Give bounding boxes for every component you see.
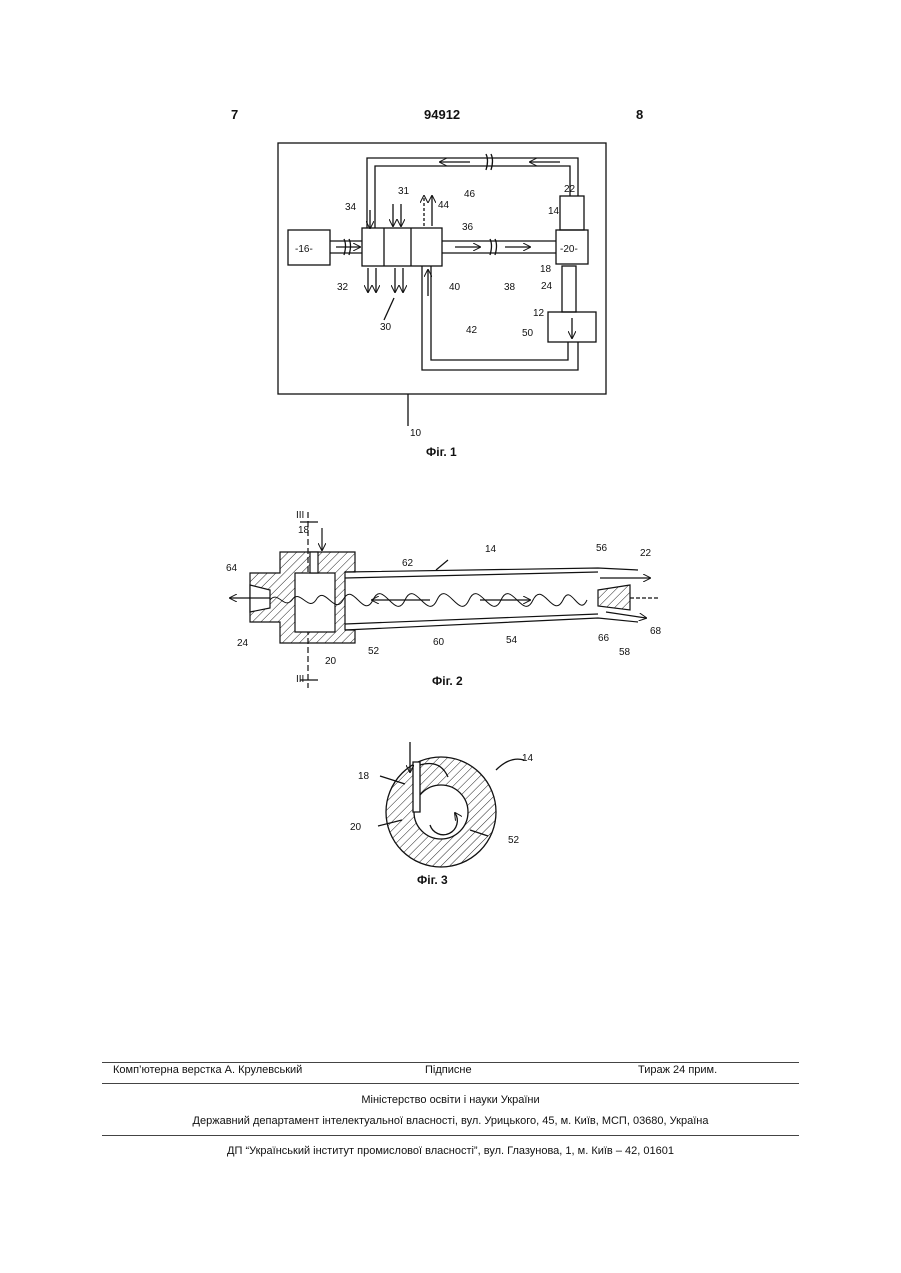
ministry-line: Міністерство освіти і науки України bbox=[102, 1094, 799, 1106]
label-52: 52 bbox=[368, 646, 380, 657]
label-40: 40 bbox=[449, 282, 461, 293]
label-24: 24 bbox=[541, 281, 553, 292]
label-III-top: III bbox=[296, 510, 304, 521]
label-34: 34 bbox=[345, 202, 357, 213]
label-14: 14 bbox=[522, 753, 534, 764]
label-16: -16- bbox=[295, 244, 313, 255]
label-31: 31 bbox=[398, 186, 410, 197]
label-18: 18 bbox=[540, 264, 552, 275]
signed-note: Підписне bbox=[425, 1064, 472, 1076]
institute-line: ДП “Український інститут промислової вла… bbox=[102, 1145, 799, 1157]
figure-3 bbox=[378, 742, 524, 867]
label-20: -20- bbox=[560, 244, 578, 255]
enclosure-10 bbox=[278, 143, 606, 394]
figure-1-labels: -16- -20- 22 14 18 24 12 50 46 31 34 44 … bbox=[295, 184, 578, 459]
label-58: 58 bbox=[619, 647, 631, 658]
department-line: Державний департамент інтелектуальної вл… bbox=[102, 1115, 799, 1127]
label-60: 60 bbox=[433, 637, 445, 648]
label-22: 22 bbox=[640, 548, 652, 559]
label-38: 38 bbox=[504, 282, 516, 293]
label-10: 10 bbox=[410, 428, 422, 439]
label-30: 30 bbox=[380, 322, 392, 333]
footer-rule-top bbox=[102, 1062, 799, 1063]
label-68: 68 bbox=[650, 626, 662, 637]
label-46: 46 bbox=[464, 189, 476, 200]
label-18: 18 bbox=[298, 525, 310, 536]
circulation-note: Тираж 24 прим. bbox=[638, 1064, 717, 1076]
label-14: 14 bbox=[485, 544, 497, 555]
label-20: 20 bbox=[325, 656, 337, 667]
label-32: 32 bbox=[337, 282, 349, 293]
tube-14 bbox=[560, 196, 584, 230]
label-42: 42 bbox=[466, 325, 478, 336]
label-50: 50 bbox=[522, 328, 534, 339]
figure-1 bbox=[278, 143, 606, 426]
label-III-bottom: III bbox=[296, 674, 304, 685]
figure-2-caption: Фіг. 2 bbox=[432, 674, 463, 688]
label-12: 12 bbox=[533, 308, 545, 319]
label-20: 20 bbox=[350, 822, 362, 833]
label-52: 52 bbox=[508, 835, 520, 846]
label-56: 56 bbox=[596, 543, 608, 554]
label-62: 62 bbox=[402, 558, 414, 569]
label-22: 22 bbox=[564, 184, 576, 195]
figure-1-caption: Фіг. 1 bbox=[426, 445, 457, 459]
label-66: 66 bbox=[598, 633, 610, 644]
label-14: 14 bbox=[548, 206, 560, 217]
figure-2 bbox=[230, 512, 660, 688]
label-24: 24 bbox=[237, 638, 249, 649]
footer-rule-bottom bbox=[102, 1135, 799, 1136]
label-36: 36 bbox=[462, 222, 474, 233]
label-44: 44 bbox=[438, 200, 450, 211]
distributor-block-30 bbox=[362, 228, 442, 266]
typesetting-credit: Комп’ютерна верстка А. Крулевський bbox=[113, 1064, 302, 1076]
footer-rule-middle bbox=[102, 1083, 799, 1084]
label-64: 64 bbox=[226, 563, 238, 574]
figure-3-caption: Фіг. 3 bbox=[417, 873, 448, 887]
label-54: 54 bbox=[506, 635, 518, 646]
label-18: 18 bbox=[358, 771, 370, 782]
